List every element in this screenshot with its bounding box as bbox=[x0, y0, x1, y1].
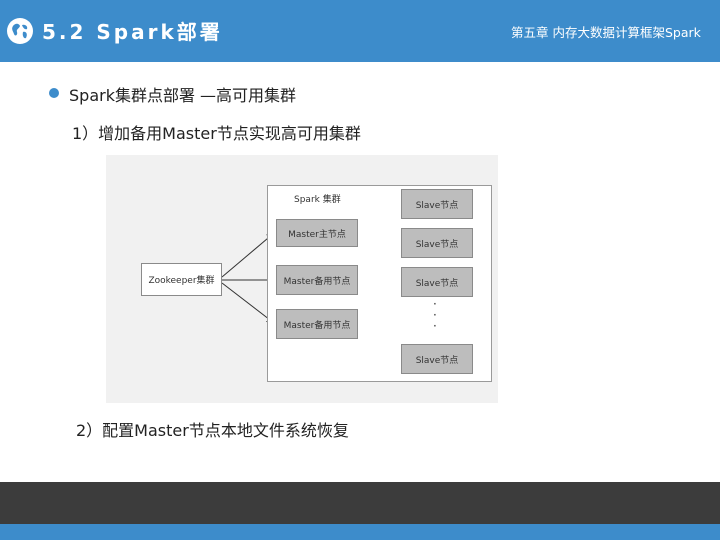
zookeeper-node: Zookeeper集群 bbox=[141, 263, 222, 296]
globe-icon bbox=[7, 18, 33, 44]
section-title: 5.2 Spark部署 bbox=[42, 20, 223, 44]
master-standby-node: Master备用节点 bbox=[276, 309, 358, 339]
footer-accent-bar bbox=[0, 524, 720, 540]
spark-cluster-label: Spark 集群 bbox=[294, 195, 341, 205]
step-1-text: 1）增加备用Master节点实现高可用集群 bbox=[72, 124, 361, 143]
chapter-title: 第五章 内存大数据计算框架Spark bbox=[511, 25, 701, 40]
slave-node: Slave节点 bbox=[401, 344, 473, 374]
step-2-text: 2）配置Master节点本地文件系统恢复 bbox=[76, 421, 349, 440]
slave-node: Slave节点 bbox=[401, 267, 473, 297]
bullet-heading: Spark集群点部署 —高可用集群 bbox=[69, 86, 297, 105]
slave-node: Slave节点 bbox=[401, 228, 473, 258]
ellipsis-dots: · · · bbox=[433, 297, 437, 333]
master-standby-node: Master备用节点 bbox=[276, 265, 358, 295]
ha-cluster-diagram: Spark 集群 Zookeeper集群 Master主节点 Master备用节… bbox=[106, 155, 498, 403]
bullet-dot bbox=[49, 88, 59, 98]
slave-node: Slave节点 bbox=[401, 189, 473, 219]
master-primary-node: Master主节点 bbox=[276, 219, 358, 247]
header-bar: 5.2 Spark部署 第五章 内存大数据计算框架Spark bbox=[0, 0, 720, 62]
footer-bar bbox=[0, 482, 720, 524]
